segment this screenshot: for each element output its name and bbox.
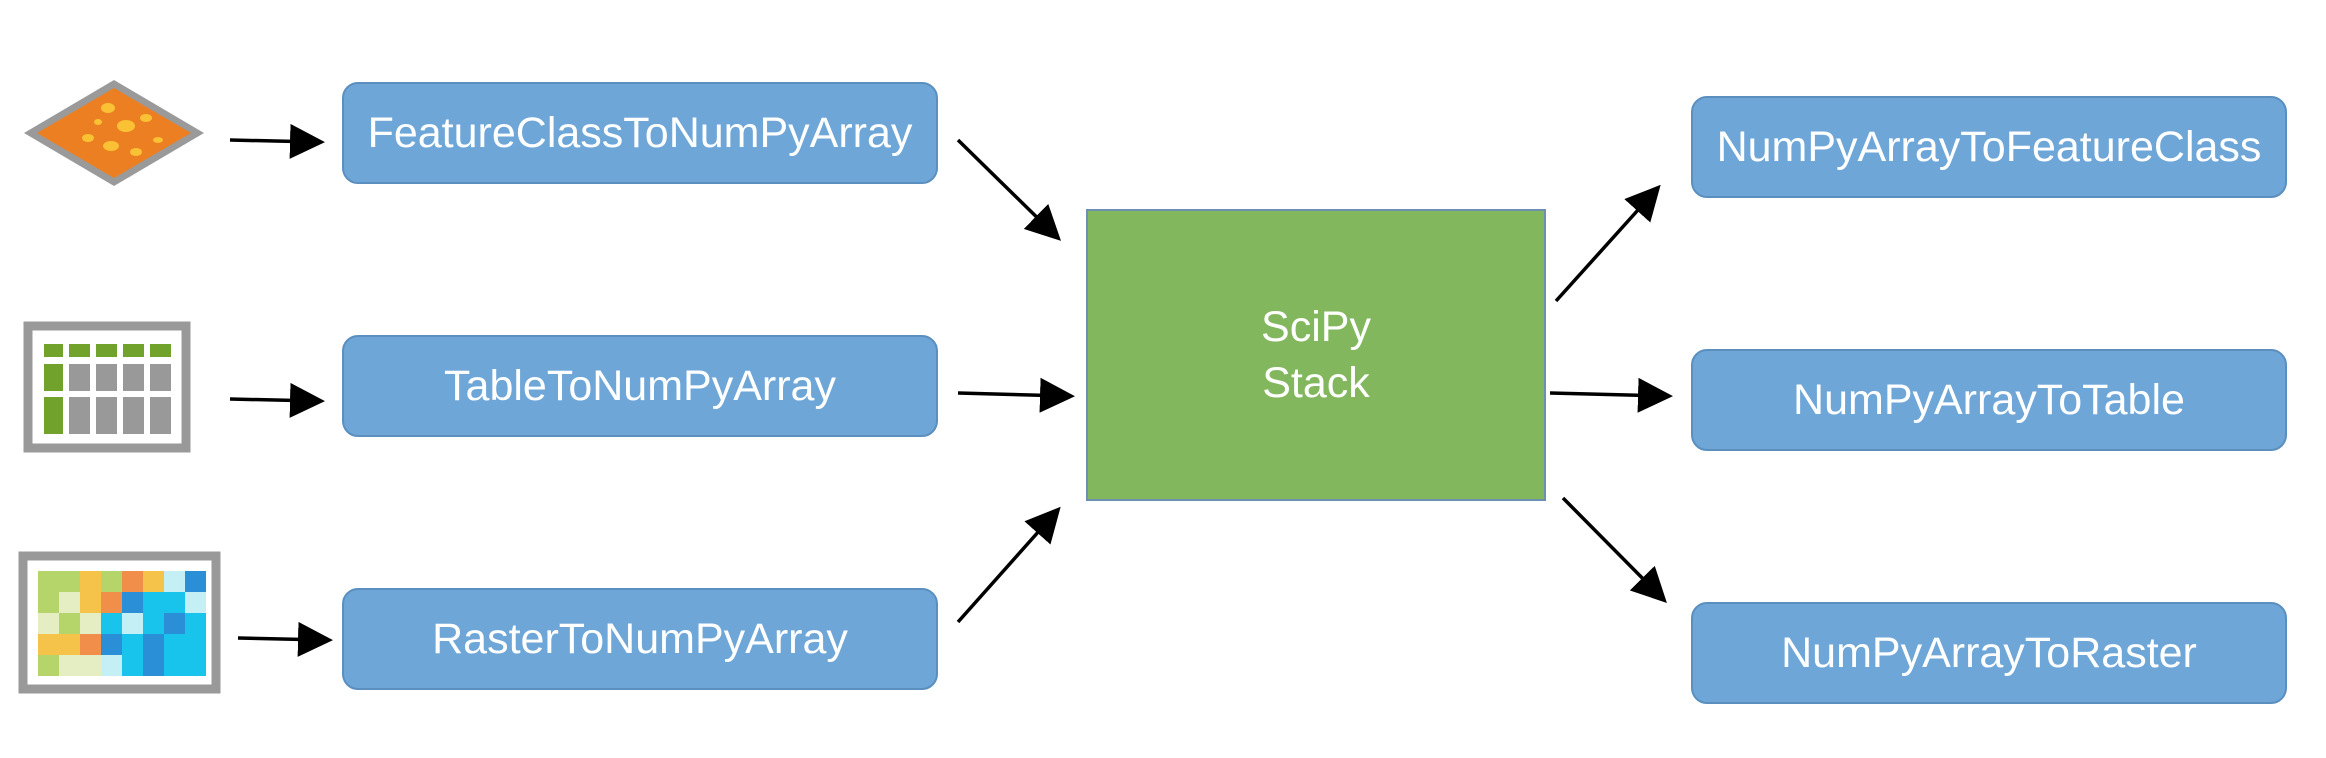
raster-to-numpy-array-box: RasterToNumPyArray	[342, 588, 938, 690]
feature-class-to-numpy-array-label: FeatureClassToNumPyArray	[367, 108, 913, 157]
table-icon	[23, 321, 191, 453]
numpy-array-to-table-label: NumPyArrayToTable	[1793, 375, 2185, 424]
arrow-fc-to-scipy	[956, 138, 1062, 241]
scipy-stack-line-1: SciPy	[1261, 303, 1371, 351]
arrow-scipy-to-table	[1549, 377, 1673, 413]
scipy-stack-box: SciPy Stack	[1086, 209, 1546, 501]
scipy-stack-line-2: Stack	[1262, 359, 1370, 407]
arrow-feature-icon-to-box	[229, 123, 325, 159]
numpy-array-to-raster-box: NumPyArrayToRaster	[1691, 602, 2287, 704]
arrow-table-icon-to-box	[229, 382, 325, 418]
numpy-array-to-feature-class-box: NumPyArrayToFeatureClass	[1691, 96, 2287, 198]
table-to-numpy-array-box: TableToNumPyArray	[342, 335, 938, 437]
numpy-array-to-table-box: NumPyArrayToTable	[1691, 349, 2287, 451]
arrow-scipy-to-fc	[1554, 184, 1661, 303]
numpy-array-to-raster-label: NumPyArrayToRaster	[1781, 628, 2197, 677]
arrow-raster-to-scipy	[956, 506, 1061, 624]
table-to-numpy-array-label: TableToNumPyArray	[444, 361, 836, 410]
feature-class-to-numpy-array-box: FeatureClassToNumPyArray	[342, 82, 938, 184]
numpy-array-to-feature-class-label: NumPyArrayToFeatureClass	[1716, 122, 2262, 171]
arrow-raster-icon-to-box	[237, 621, 333, 657]
raster-to-numpy-array-label: RasterToNumPyArray	[432, 614, 848, 663]
arrow-scipy-to-raster	[1561, 496, 1667, 603]
feature-class-icon	[24, 80, 204, 186]
raster-icon	[18, 551, 221, 694]
arrow-table-to-scipy	[957, 377, 1075, 413]
